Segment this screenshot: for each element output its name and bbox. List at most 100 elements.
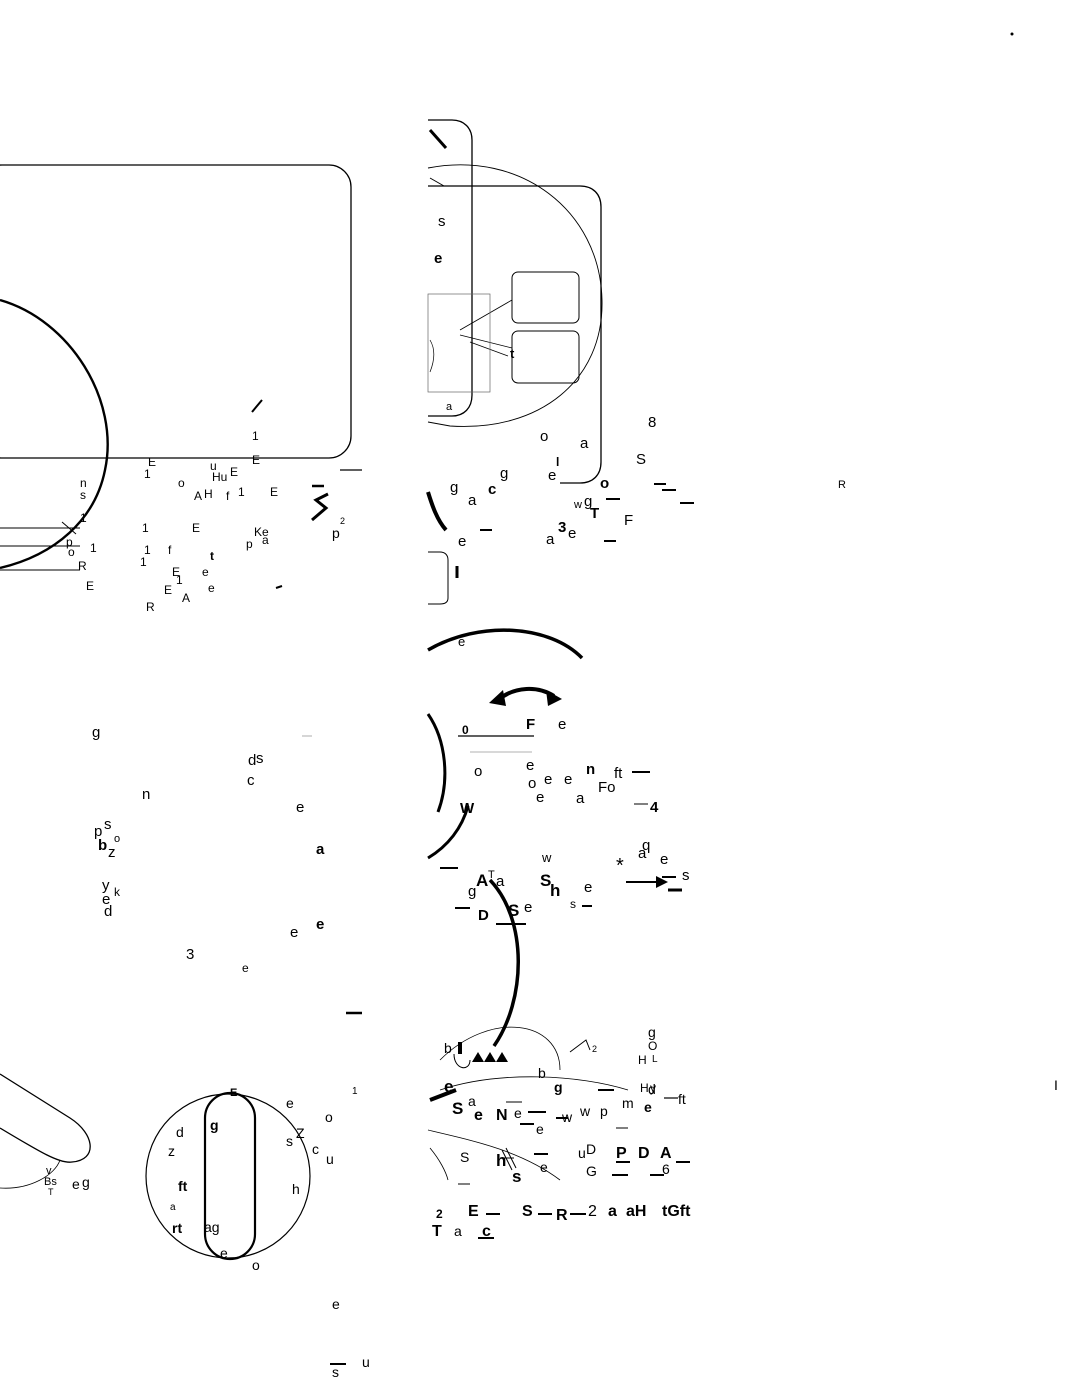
label: E xyxy=(172,565,180,579)
label: H xyxy=(204,487,213,501)
left-oval xyxy=(203,1091,257,1261)
label: e xyxy=(526,757,534,774)
label: e xyxy=(660,851,668,868)
right-mid-labels: 0 F e o e n ft e e o e a Fo W 4 w q a * … xyxy=(460,716,690,924)
left-circle xyxy=(145,1093,311,1259)
label: e xyxy=(458,533,466,550)
label: e xyxy=(316,916,324,933)
double-arrow-shaft xyxy=(496,687,556,702)
label: R xyxy=(78,559,87,573)
label: 2 xyxy=(592,1044,597,1054)
label: o xyxy=(68,545,75,559)
label: n xyxy=(142,786,150,803)
label: Fo xyxy=(598,779,616,796)
label: a xyxy=(576,790,585,807)
label: 4 xyxy=(650,799,659,816)
left-large-arc xyxy=(0,298,109,570)
label: o xyxy=(114,833,120,845)
right-arrow-head xyxy=(656,876,668,888)
label: s xyxy=(570,897,576,911)
triangle-marker-3 xyxy=(496,1052,508,1062)
left-bottom-pill xyxy=(0,1073,91,1163)
label: c xyxy=(488,481,496,498)
label: q xyxy=(642,837,650,854)
label: t xyxy=(510,346,515,361)
label: c xyxy=(312,1141,319,1157)
right-box-bottom xyxy=(511,330,580,384)
label: s xyxy=(682,867,690,884)
label: 0 xyxy=(462,723,469,737)
label: g xyxy=(554,1079,563,1095)
double-arrow-right-head xyxy=(546,690,562,706)
label: e xyxy=(332,1296,340,1312)
label: u xyxy=(210,459,217,473)
label: e xyxy=(558,716,566,733)
label: tGft xyxy=(662,1203,691,1220)
label: y xyxy=(102,877,110,894)
label: 2 xyxy=(588,1203,597,1220)
label: S xyxy=(522,1203,533,1220)
label: 1 xyxy=(176,573,183,587)
label: e xyxy=(208,581,215,595)
label: W xyxy=(460,800,475,817)
label: a xyxy=(316,841,325,858)
label: T xyxy=(590,505,599,522)
label: a xyxy=(262,533,269,547)
label: e xyxy=(220,1245,228,1261)
label: 2 xyxy=(436,1207,443,1221)
label: e xyxy=(102,891,110,908)
label: e xyxy=(290,924,298,941)
right-small-loop xyxy=(453,1053,471,1069)
label: a xyxy=(608,1203,617,1220)
label: n xyxy=(586,761,595,778)
triangle-marker-2 xyxy=(484,1052,496,1062)
label: ft xyxy=(178,1178,188,1194)
label: e xyxy=(540,1159,548,1175)
triangle-marker-1 xyxy=(472,1052,484,1062)
label: a xyxy=(496,873,505,890)
label: 1 xyxy=(144,467,151,481)
label: E xyxy=(148,455,156,469)
label: e xyxy=(524,899,532,916)
left-bottom-arc xyxy=(0,1159,61,1189)
label: w xyxy=(573,499,582,511)
label: z xyxy=(168,1143,175,1159)
label: 1 xyxy=(144,543,151,557)
label: o xyxy=(178,476,185,490)
label: b xyxy=(98,837,107,854)
left-oval-labels: E e o 1 d g s Z c u z h ft a rt ag e o e… xyxy=(168,1086,370,1380)
label: g xyxy=(82,1174,90,1190)
right-lower-arc-1 xyxy=(439,1026,561,1071)
label: D xyxy=(478,907,489,924)
right-big-arc xyxy=(427,628,584,660)
label: g xyxy=(450,479,458,496)
right-hook xyxy=(569,1039,591,1053)
label: * xyxy=(616,855,624,877)
label: R xyxy=(838,479,846,491)
label: t xyxy=(210,549,214,563)
label: s xyxy=(512,1167,521,1186)
label: o xyxy=(474,763,482,780)
label: H xyxy=(640,1081,649,1095)
left-bold-zig xyxy=(311,492,329,522)
label: e xyxy=(536,789,544,806)
label: S xyxy=(508,901,519,920)
label: h xyxy=(550,881,560,900)
label: 1 xyxy=(352,1086,358,1097)
label: O xyxy=(648,1039,657,1053)
label: g xyxy=(210,1117,219,1133)
label: g xyxy=(500,465,508,482)
right-small-curve xyxy=(429,339,435,373)
label: n xyxy=(80,476,87,490)
left-tick xyxy=(61,521,77,535)
label: e xyxy=(548,467,556,484)
label: 8 xyxy=(648,414,656,431)
right-lower-bold-line xyxy=(429,1088,457,1102)
label: 3 xyxy=(186,946,194,963)
label: o xyxy=(252,1257,260,1273)
label: b xyxy=(538,1065,546,1081)
label: N xyxy=(496,1107,508,1124)
label: o xyxy=(540,428,548,445)
label: Ke xyxy=(254,525,269,539)
label: L xyxy=(652,1054,658,1065)
